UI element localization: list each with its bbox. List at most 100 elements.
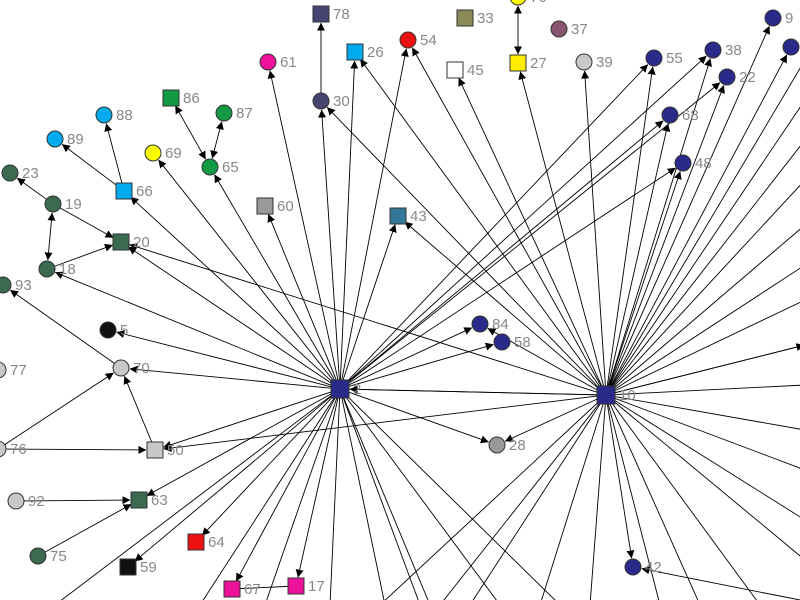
node-circle-58[interactable]: [493, 333, 511, 351]
node-square-45[interactable]: [446, 61, 464, 79]
node-2[interactable]: 2: [330, 379, 361, 399]
node-circle-28[interactable]: [488, 436, 506, 454]
node-9[interactable]: 9: [764, 9, 793, 27]
node-square-2[interactable]: [330, 379, 350, 399]
node-20[interactable]: 20: [112, 233, 150, 251]
node-circle-38[interactable]: [704, 41, 722, 59]
node-circle-9[interactable]: [764, 9, 782, 27]
node-circle-76[interactable]: [0, 440, 7, 458]
node-59[interactable]: 59: [119, 558, 157, 576]
node-30[interactable]: 30: [312, 92, 350, 110]
node-38[interactable]: 38: [704, 41, 742, 59]
node-circle-22[interactable]: [718, 68, 736, 86]
node-square-50[interactable]: [146, 441, 164, 459]
node-square-33[interactable]: [456, 9, 474, 27]
node-93[interactable]: 93: [0, 276, 32, 294]
node-circle-48[interactable]: [674, 154, 692, 172]
node-circle-75[interactable]: [29, 547, 47, 565]
node-square-67[interactable]: [223, 580, 241, 598]
node-86[interactable]: 86: [162, 89, 200, 107]
node-84[interactable]: 84: [471, 315, 509, 333]
node-63[interactable]: 63: [130, 491, 168, 509]
node-61[interactable]: 61: [259, 53, 297, 71]
node-23[interactable]: 23: [1, 164, 39, 182]
node-circle-39[interactable]: [575, 53, 593, 71]
node-42[interactable]: 42: [624, 558, 662, 576]
node-x1[interactable]: [782, 38, 800, 56]
node-28[interactable]: 28: [488, 436, 526, 454]
node-39[interactable]: 39: [575, 53, 613, 71]
node-square-59[interactable]: [119, 558, 137, 576]
node-square-86[interactable]: [162, 89, 180, 107]
node-circle-42[interactable]: [624, 558, 642, 576]
node-circle-54[interactable]: [399, 31, 417, 49]
node-10[interactable]: 10: [596, 385, 636, 405]
node-27[interactable]: 27: [509, 54, 547, 72]
node-48[interactable]: 48: [674, 154, 712, 172]
node-circle-89[interactable]: [46, 130, 64, 148]
node-square-43[interactable]: [389, 207, 407, 225]
node-circle-87[interactable]: [215, 104, 233, 122]
node-circle-19[interactable]: [44, 195, 62, 213]
node-67[interactable]: 67: [223, 580, 261, 598]
node-circle-x1[interactable]: [782, 38, 800, 56]
node-70[interactable]: 70: [112, 359, 150, 377]
node-22[interactable]: 22: [718, 68, 756, 86]
node-37[interactable]: 37: [550, 20, 588, 38]
node-circle-23[interactable]: [1, 164, 19, 182]
node-65[interactable]: 65: [201, 158, 239, 176]
node-87[interactable]: 87: [215, 104, 253, 122]
node-square-10[interactable]: [596, 385, 616, 405]
node-89[interactable]: 89: [46, 130, 84, 148]
node-circle-84[interactable]: [471, 315, 489, 333]
node-66[interactable]: 66: [115, 182, 153, 200]
node-circle-61[interactable]: [259, 53, 277, 71]
node-43[interactable]: 43: [389, 207, 427, 225]
node-square-63[interactable]: [130, 491, 148, 509]
node-5[interactable]: 5: [99, 321, 128, 339]
node-circle-70[interactable]: [112, 359, 130, 377]
node-33[interactable]: 33: [456, 9, 494, 27]
node-circle-37[interactable]: [550, 20, 568, 38]
node-circle-93[interactable]: [0, 276, 12, 294]
node-77[interactable]: 77: [0, 361, 27, 379]
node-92[interactable]: 92: [7, 492, 45, 510]
node-circle-92[interactable]: [7, 492, 25, 510]
node-circle-88[interactable]: [95, 106, 113, 124]
node-circle-65[interactable]: [201, 158, 219, 176]
node-69[interactable]: 69: [144, 144, 182, 162]
node-76a[interactable]: 76: [510, 0, 547, 6]
node-square-27[interactable]: [509, 54, 527, 72]
node-88[interactable]: 88: [95, 106, 133, 124]
node-square-78[interactable]: [312, 5, 330, 23]
node-17[interactable]: 17: [287, 577, 325, 595]
node-square-64[interactable]: [187, 533, 205, 551]
node-26[interactable]: 26: [346, 43, 384, 61]
node-50[interactable]: 50: [146, 441, 184, 459]
node-square-17[interactable]: [287, 577, 305, 595]
node-circle-76a[interactable]: [510, 0, 526, 6]
node-circle-68[interactable]: [661, 106, 679, 124]
node-circle-30[interactable]: [312, 92, 330, 110]
node-square-66[interactable]: [115, 182, 133, 200]
node-circle-18[interactable]: [38, 260, 56, 278]
node-18[interactable]: 18: [38, 260, 76, 278]
node-circle-77[interactable]: [0, 361, 7, 379]
node-circle-55[interactable]: [645, 49, 663, 67]
node-68[interactable]: 68: [661, 106, 699, 124]
node-square-60[interactable]: [256, 197, 274, 215]
node-54[interactable]: 54: [399, 31, 437, 49]
node-circle-5[interactable]: [99, 321, 117, 339]
node-55[interactable]: 55: [645, 49, 683, 67]
node-78[interactable]: 78: [312, 5, 350, 23]
node-75[interactable]: 75: [29, 547, 67, 565]
node-square-26[interactable]: [346, 43, 364, 61]
node-64[interactable]: 64: [187, 533, 225, 551]
node-square-20[interactable]: [112, 233, 130, 251]
node-60[interactable]: 60: [256, 197, 294, 215]
node-45[interactable]: 45: [446, 61, 484, 79]
node-19[interactable]: 19: [44, 195, 82, 213]
node-circle-69[interactable]: [144, 144, 162, 162]
node-58[interactable]: 58: [493, 333, 531, 351]
node-76[interactable]: 76: [0, 440, 27, 458]
